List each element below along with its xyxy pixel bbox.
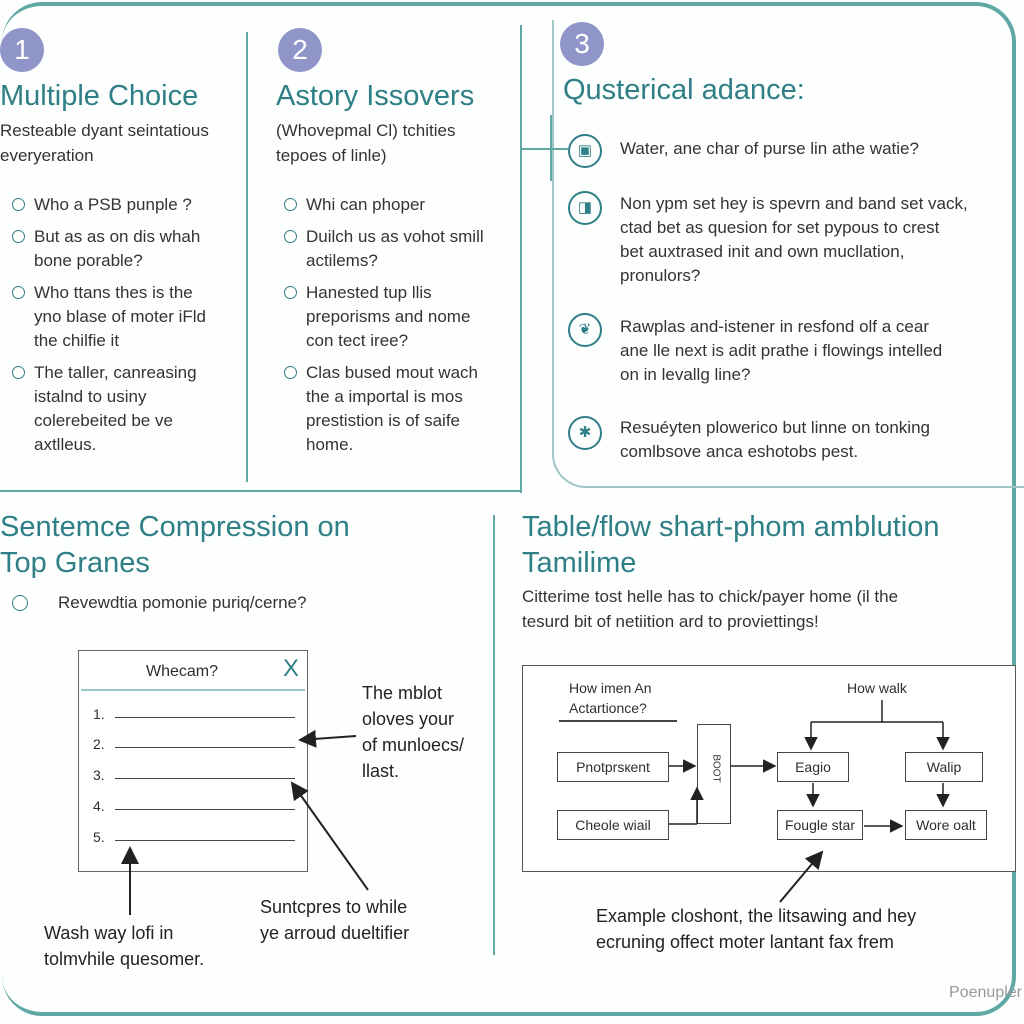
radio-icon[interactable] bbox=[12, 595, 28, 611]
watermark: Poenupler bbox=[949, 984, 1022, 1001]
answer-card: Whecam? X 1. 2. 3. 4. 5. bbox=[78, 650, 308, 872]
arrow-right-note bbox=[298, 729, 357, 748]
briefcase-icon: ▣ bbox=[568, 134, 602, 168]
divider-col2 bbox=[520, 25, 522, 493]
arrow-bottom-mid bbox=[290, 781, 369, 891]
heading-multiple-choice: Multiple Choice bbox=[0, 80, 199, 112]
question-item: Resuéyten plowerico but linne on tonking… bbox=[620, 418, 930, 461]
option-item[interactable]: Who a PSB punple ? bbox=[12, 193, 244, 217]
answer-line[interactable] bbox=[115, 778, 295, 779]
line-number: 4. bbox=[93, 798, 105, 814]
panel-questions bbox=[552, 20, 1024, 488]
card-divider bbox=[81, 689, 305, 691]
question-item: Non ypm set hey is spevrn and band set v… bbox=[620, 194, 968, 285]
flow-box-mid[interactable]: BOOT bbox=[697, 724, 731, 824]
answer-line[interactable] bbox=[115, 717, 295, 718]
heading-qusterical: Qusterical adance: bbox=[563, 74, 805, 106]
line-number: 1. bbox=[93, 706, 105, 722]
radio-icon[interactable] bbox=[12, 198, 25, 211]
option-list-col1: Who a PSB punple ? But as as on dis whah… bbox=[12, 193, 244, 465]
flow-box-d[interactable]: Cheole wiail bbox=[557, 810, 669, 840]
book-icon: ◨ bbox=[568, 191, 602, 225]
bug-icon: ✱ bbox=[568, 416, 602, 450]
flow-label-right: How walk bbox=[847, 680, 907, 696]
flow-box-b[interactable]: Eagio bbox=[777, 752, 849, 782]
sentence-option[interactable]: Revewdtia pomonie puriq/cerne? bbox=[58, 593, 307, 612]
step-badge-1: 1 bbox=[0, 28, 44, 72]
heading-story-issovers: Astory Issovers bbox=[276, 80, 475, 112]
radio-icon[interactable] bbox=[284, 230, 297, 243]
radio-icon[interactable] bbox=[284, 198, 297, 211]
option-item[interactable]: Whi can phoper bbox=[284, 193, 516, 217]
radio-icon[interactable] bbox=[12, 366, 25, 379]
line-number: 2. bbox=[93, 736, 105, 752]
arrow-caption bbox=[779, 850, 824, 903]
radio-icon[interactable] bbox=[12, 286, 25, 299]
step-badge-3: 3 bbox=[560, 22, 604, 66]
answer-line[interactable] bbox=[115, 809, 295, 810]
flow-box-c[interactable]: Walip bbox=[905, 752, 983, 782]
radio-icon[interactable] bbox=[12, 230, 25, 243]
connector-line bbox=[522, 148, 568, 150]
leaf-icon: ❦ bbox=[568, 313, 602, 347]
step-badge-2: 2 bbox=[278, 28, 322, 72]
close-icon[interactable]: X bbox=[282, 655, 299, 682]
connector-tick bbox=[550, 115, 552, 181]
label-underline bbox=[559, 720, 677, 722]
radio-icon[interactable] bbox=[284, 286, 297, 299]
radio-icon[interactable] bbox=[284, 366, 297, 379]
divider-bottom bbox=[493, 515, 495, 955]
line-number: 5. bbox=[93, 829, 105, 845]
answer-line[interactable] bbox=[115, 747, 295, 748]
flow-box-e[interactable]: Fougle star bbox=[777, 810, 863, 840]
divider-col1 bbox=[246, 32, 248, 482]
line-number: 3. bbox=[93, 767, 105, 783]
divider-top bbox=[0, 490, 522, 492]
subtitle-table: Citterime tost helle has to chick/payer … bbox=[522, 587, 899, 631]
card-title: Whecam? bbox=[145, 663, 219, 680]
question-item: Water, ane char of purse lin athe watie? bbox=[620, 139, 919, 158]
answer-line[interactable] bbox=[115, 840, 295, 841]
flow-box-a[interactable]: Pnotprsкent bbox=[557, 752, 669, 782]
question-item: Rawplas and-istener in resfond olf a cea… bbox=[620, 317, 943, 384]
flow-box-f[interactable]: Wore oalt bbox=[905, 810, 987, 840]
